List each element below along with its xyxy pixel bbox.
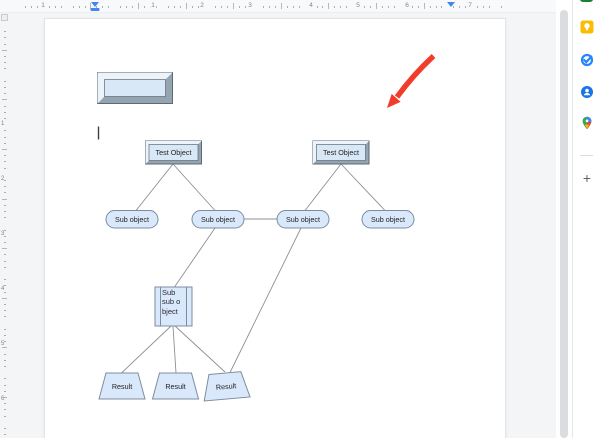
vruler-number: 6 bbox=[1, 396, 5, 402]
ruler-number: 3 bbox=[247, 0, 253, 12]
scrollbar-thumb[interactable] bbox=[560, 10, 568, 438]
node-sub-object-1: Sub object bbox=[105, 210, 159, 229]
node-result-1: Result bbox=[98, 372, 146, 400]
node-label: Sub object bbox=[286, 215, 320, 224]
node-label: Test Object bbox=[323, 148, 359, 157]
node-label: Sub object bbox=[371, 215, 405, 224]
connector-line bbox=[172, 163, 216, 211]
vertical-ruler[interactable]: 1 2 3 4 5 6 bbox=[0, 13, 10, 438]
node-sub-object-2: Sub object bbox=[191, 210, 245, 229]
get-addons-button[interactable]: + bbox=[582, 170, 592, 186]
node-sub-object-4: Sub object bbox=[361, 210, 415, 229]
maps-icon[interactable] bbox=[580, 116, 594, 130]
left-margin-marker[interactable] bbox=[90, 8, 100, 11]
vertical-scrollbar[interactable] bbox=[556, 0, 572, 438]
connector-line bbox=[172, 325, 177, 374]
node-label: Result bbox=[112, 382, 132, 391]
vruler-number: 4 bbox=[1, 286, 5, 292]
vruler-number: 2 bbox=[1, 176, 5, 182]
ruler-number: 4 bbox=[308, 0, 314, 12]
node-test-object-2: Test Object bbox=[312, 140, 370, 165]
node-result-3: Result bbox=[203, 371, 251, 402]
right-indent-marker[interactable] bbox=[447, 2, 455, 7]
connector-lines bbox=[121, 163, 386, 374]
vruler-number: 1 bbox=[1, 121, 5, 127]
horizontal-ruler[interactable]: 1 1 2 3 4 5 6 7 bbox=[0, 0, 556, 13]
connector-line bbox=[174, 325, 226, 373]
left-indent-marker[interactable] bbox=[91, 2, 99, 7]
node-label: Sub object bbox=[201, 215, 235, 224]
connector-line bbox=[340, 163, 386, 211]
node-blank-bevel-rect bbox=[97, 72, 173, 104]
annotation-arrow bbox=[387, 54, 436, 108]
connector-line bbox=[174, 227, 216, 288]
node-test-object-1: Test Object bbox=[145, 140, 202, 165]
ruler-number: 7 bbox=[467, 0, 473, 12]
ruler-corner bbox=[1, 14, 8, 21]
ruler-number: 1 bbox=[150, 0, 156, 12]
node-sub-sub-object: Sub sub object bbox=[154, 286, 193, 327]
connector-line bbox=[121, 325, 172, 374]
workspace-side-panel: + bbox=[572, 0, 600, 438]
node-label: Result bbox=[165, 382, 185, 391]
node-label: Sub object bbox=[115, 215, 149, 224]
node-label: Sub sub object bbox=[162, 288, 181, 316]
node-label: Result bbox=[216, 381, 237, 392]
connector-line bbox=[304, 163, 342, 211]
vruler-number: 3 bbox=[1, 231, 5, 237]
ruler-number: 5 bbox=[355, 0, 361, 12]
ruler-number: 6 bbox=[404, 0, 410, 12]
connector-line bbox=[229, 227, 302, 373]
keep-icon[interactable] bbox=[580, 20, 594, 34]
contacts-icon[interactable] bbox=[580, 85, 594, 99]
ruler-number: 2 bbox=[199, 0, 205, 12]
node-result-2: Result bbox=[151, 372, 200, 400]
side-panel-divider bbox=[580, 155, 593, 156]
calendar-icon-partial[interactable] bbox=[580, 0, 593, 2]
node-label: Test Object bbox=[156, 148, 192, 157]
connector-line bbox=[135, 163, 174, 211]
vruler-number: 5 bbox=[1, 341, 5, 347]
node-sub-object-3: Sub object bbox=[276, 210, 330, 229]
tasks-icon[interactable] bbox=[580, 53, 594, 67]
ruler-number: 1 bbox=[40, 0, 46, 12]
